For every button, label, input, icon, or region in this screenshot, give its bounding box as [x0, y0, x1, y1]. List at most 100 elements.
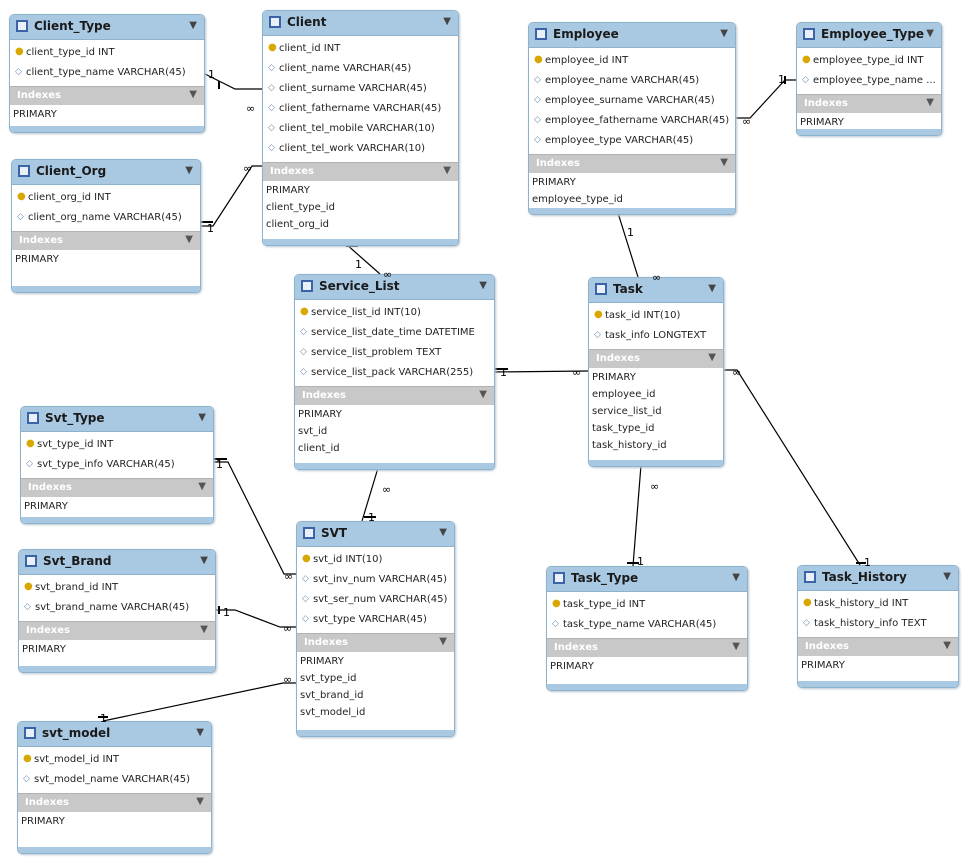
column-row[interactable]: ◇svt_inv_num VARCHAR(45) — [297, 570, 454, 590]
column-row[interactable]: ●task_type_id INT — [547, 595, 747, 615]
indexes-header[interactable]: Indexes▼ — [589, 349, 723, 368]
collapse-arrow-icon[interactable]: ▼ — [732, 641, 740, 652]
indexes-header[interactable]: Indexes▼ — [19, 621, 215, 640]
collapse-arrow-icon[interactable]: ▼ — [720, 28, 728, 39]
column-row[interactable]: ◇service_list_problem TEXT — [295, 343, 494, 363]
collapse-arrow-icon[interactable]: ▼ — [479, 389, 487, 400]
collapse-arrow-icon[interactable]: ▼ — [196, 727, 204, 738]
column-row[interactable]: ●task_history_id INT — [798, 594, 958, 614]
collapse-arrow-icon[interactable]: ▼ — [926, 28, 934, 39]
indexes-header[interactable]: Indexes▼ — [547, 638, 747, 657]
relationship-line-employee_type-employee[interactable] — [734, 79, 796, 119]
index-row[interactable]: client_type_id — [266, 202, 335, 213]
indexes-header[interactable]: Indexes▼ — [297, 633, 454, 652]
relationship-line-service_list-task[interactable] — [492, 370, 589, 373]
table-header[interactable]: Employee_Type▼ — [797, 23, 941, 48]
table-header[interactable]: Task_Type▼ — [547, 567, 747, 592]
column-row[interactable]: ◇service_list_pack VARCHAR(255) — [295, 363, 494, 383]
collapse-arrow-icon[interactable]: ▼ — [443, 165, 451, 176]
relationship-line-client-service_list[interactable] — [345, 243, 381, 275]
collapse-arrow-icon[interactable]: ▼ — [708, 283, 716, 294]
index-row[interactable]: PRIMARY — [13, 109, 57, 120]
index-row[interactable]: task_history_id — [592, 440, 667, 451]
table-header[interactable]: Task▼ — [589, 278, 723, 303]
indexes-header[interactable]: Indexes▼ — [797, 94, 941, 113]
column-row[interactable]: ●client_id INT — [263, 39, 458, 59]
column-row[interactable]: ◇client_tel_mobile VARCHAR(10) — [263, 119, 458, 139]
index-row[interactable]: PRIMARY — [300, 656, 344, 667]
collapse-arrow-icon[interactable]: ▼ — [198, 481, 206, 492]
column-row[interactable]: ◇client_fathername VARCHAR(45) — [263, 99, 458, 119]
relationship-line-svt-service_list[interactable] — [361, 467, 379, 522]
column-row[interactable]: ●client_org_id INT — [12, 188, 200, 208]
table-header[interactable]: Client_Org▼ — [12, 160, 200, 185]
index-row[interactable]: svt_brand_id — [300, 690, 364, 701]
table-client-org[interactable]: Client_Org▼ ●client_org_id INT◇client_org… — [11, 159, 201, 293]
table-client[interactable]: Client▼ ●client_id INT◇client_name VARCHA… — [262, 10, 459, 246]
collapse-arrow-icon[interactable]: ▼ — [708, 352, 716, 363]
indexes-header[interactable]: Indexes▼ — [21, 478, 213, 497]
collapse-arrow-icon[interactable]: ▼ — [185, 234, 193, 245]
relationship-line-task_history-task[interactable] — [722, 369, 861, 566]
collapse-arrow-icon[interactable]: ▼ — [189, 89, 197, 100]
indexes-header[interactable]: Indexes▼ — [798, 637, 958, 656]
column-row[interactable]: ◇svt_brand_name VARCHAR(45) — [19, 598, 215, 618]
column-row[interactable]: ◇employee_type VARCHAR(45) — [529, 131, 735, 151]
column-row[interactable]: ◇client_surname VARCHAR(45) — [263, 79, 458, 99]
column-row[interactable]: ◇svt_model_name VARCHAR(45) — [18, 770, 211, 790]
column-row[interactable]: ●client_type_id INT — [10, 43, 204, 63]
collapse-arrow-icon[interactable]: ▼ — [943, 640, 951, 651]
column-row[interactable]: ◇svt_type_info VARCHAR(45) — [21, 455, 213, 475]
relationship-line-task_type-task[interactable] — [632, 464, 642, 567]
collapse-arrow-icon[interactable]: ▼ — [732, 572, 740, 583]
relationship-line-svt_model-svt[interactable] — [102, 682, 296, 722]
column-row[interactable]: ◇client_tel_work VARCHAR(10) — [263, 139, 458, 159]
column-row[interactable]: ●svt_type_id INT — [21, 435, 213, 455]
index-row[interactable]: PRIMARY — [800, 117, 844, 128]
collapse-arrow-icon[interactable]: ▼ — [720, 157, 728, 168]
table-service-list[interactable]: Service_List▼ ●service_list_id INT(10) ◇se… — [294, 274, 495, 470]
index-row[interactable]: PRIMARY — [266, 185, 310, 196]
relationship-line-svt_type-svt[interactable] — [212, 461, 296, 575]
indexes-header[interactable]: Indexes▼ — [10, 86, 204, 105]
column-row[interactable]: ◇employee_name VARCHAR(45) — [529, 71, 735, 91]
table-svt[interactable]: SVT▼●svt_id INT(10)◇svt_inv_num VARCHAR(… — [296, 521, 455, 737]
collapse-arrow-icon[interactable]: ▼ — [200, 624, 208, 635]
index-row[interactable]: PRIMARY — [801, 660, 845, 671]
collapse-arrow-icon[interactable]: ▼ — [185, 165, 193, 176]
index-row[interactable]: PRIMARY — [532, 177, 576, 188]
column-row[interactable]: ●employee_type_id INT — [797, 51, 941, 71]
column-row[interactable]: ◇task_info LONGTEXT — [589, 326, 723, 346]
column-row[interactable]: ●svt_model_id INT — [18, 750, 211, 770]
index-row[interactable]: svt_id — [298, 426, 328, 437]
index-row[interactable]: employee_id — [592, 389, 656, 400]
relationship-line-svt_brand-svt[interactable] — [214, 609, 296, 628]
table-header[interactable]: svt_model▼ — [18, 722, 211, 747]
column-row[interactable]: ●svt_brand_id INT — [19, 578, 215, 598]
column-row[interactable]: ◇task_history_info TEXT — [798, 614, 958, 634]
table-task-history[interactable]: Task_History▼●task_history_id INT◇task_h… — [797, 565, 959, 688]
table-header[interactable]: Client▼ — [263, 11, 458, 36]
column-row[interactable]: ◇client_name VARCHAR(45) — [263, 59, 458, 79]
column-row[interactable]: ●employee_id INT — [529, 51, 735, 71]
column-row[interactable]: ◇task_type_name VARCHAR(45) — [547, 615, 747, 635]
collapse-arrow-icon[interactable]: ▼ — [200, 555, 208, 566]
column-row[interactable]: ●service_list_id INT(10) — [295, 303, 494, 323]
index-row[interactable]: client_org_id — [266, 219, 329, 230]
index-row[interactable]: PRIMARY — [550, 661, 594, 672]
index-row[interactable]: PRIMARY — [22, 644, 66, 655]
table-svt-brand[interactable]: Svt_Brand▼ ●svt_brand_id INT◇svt_brand_na… — [18, 549, 216, 673]
index-row[interactable]: PRIMARY — [592, 372, 636, 383]
table-header[interactable]: Svt_Brand▼ — [19, 550, 215, 575]
table-svt-type[interactable]: Svt_Type▼ ●svt_type_id INT◇svt_type_info … — [20, 406, 214, 524]
collapse-arrow-icon[interactable]: ▼ — [189, 20, 197, 31]
column-row[interactable]: ●svt_id INT(10) — [297, 550, 454, 570]
indexes-header[interactable]: Indexes▼ — [295, 386, 494, 405]
column-row[interactable]: ◇client_org_name VARCHAR(45) — [12, 208, 200, 228]
column-row[interactable]: ◇svt_ser_num VARCHAR(45) — [297, 590, 454, 610]
table-header[interactable]: Service_List▼ — [295, 275, 494, 300]
table-header[interactable]: Svt_Type▼ — [21, 407, 213, 432]
table-client-type[interactable]: Client_Type▼●client_type_id INT◇client_t… — [9, 14, 205, 133]
index-row[interactable]: client_id — [298, 443, 340, 454]
indexes-header[interactable]: Indexes▼ — [12, 231, 200, 250]
